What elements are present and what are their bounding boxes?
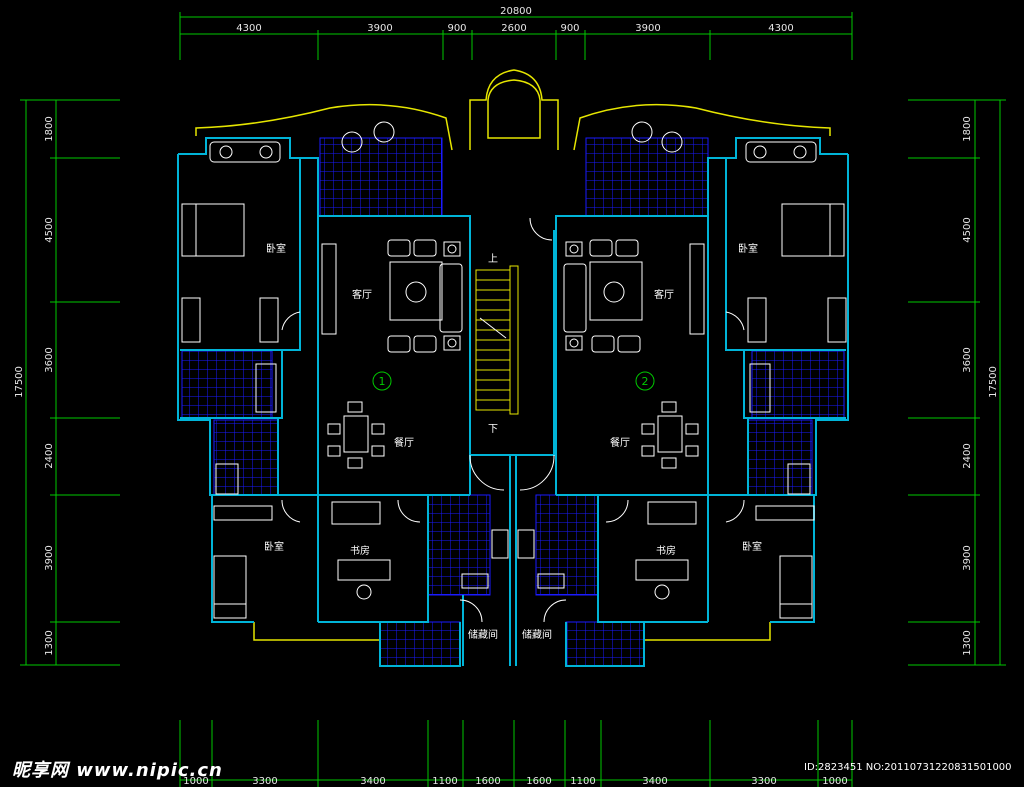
bottom-dim-2: 3300 xyxy=(252,776,277,787)
room-label-dining-2: 餐厅 xyxy=(610,436,630,449)
top-dim-1: 4300 xyxy=(236,23,261,34)
right-dim-1: 1800 xyxy=(962,116,973,141)
image-id-text: ID:2823451 NO:20110731220831501000 xyxy=(804,762,1012,773)
left-dim-4: 2400 xyxy=(44,443,55,468)
bottom-dim-3: 3400 xyxy=(360,776,385,787)
coffee-table xyxy=(389,261,443,321)
right-dim-2: 4500 xyxy=(962,217,973,242)
stair-down-label: 下 xyxy=(488,424,498,435)
top-dim-6: 3900 xyxy=(635,23,660,34)
room-label-storage-1: 储藏间 xyxy=(468,628,498,641)
unit-markers xyxy=(372,371,655,391)
room-label-study-2: 书房 xyxy=(656,544,676,557)
top-dim-7: 4300 xyxy=(768,23,793,34)
right-dimension-chain xyxy=(908,99,1006,666)
stair-break-line xyxy=(479,317,507,339)
stair-up-label: 上 xyxy=(488,253,498,265)
bottom-dim-8: 3400 xyxy=(642,776,667,787)
walls xyxy=(177,137,849,667)
bottom-dim-4: 1100 xyxy=(432,776,457,787)
room-label-storage-2: 储藏间 xyxy=(522,628,552,641)
bottom-dim-5: 1600 xyxy=(475,776,500,787)
unit-marker-1: 1 xyxy=(379,375,386,388)
left-dimension-chain xyxy=(20,99,120,666)
right-dim-6: 1300 xyxy=(962,630,973,655)
left-dim-6: 1300 xyxy=(44,630,55,655)
room-label-bedroom-4: 卧室 xyxy=(742,540,762,553)
bottom-dim-10: 1000 xyxy=(822,776,847,787)
left-dim-3: 3600 xyxy=(44,347,55,372)
bottom-dimension-chain xyxy=(179,720,853,787)
right-dim-3: 3600 xyxy=(962,347,973,372)
top-dimension-chain xyxy=(179,12,853,60)
unit-marker-2: 2 xyxy=(642,375,649,388)
left-dim-2: 4500 xyxy=(44,217,55,242)
balcony-outlines xyxy=(195,69,831,641)
right-dim-5: 3900 xyxy=(962,545,973,570)
bottom-dim-6: 1600 xyxy=(526,776,551,787)
bottom-dim-9: 3300 xyxy=(751,776,776,787)
overall-height-left: 17500 xyxy=(14,366,25,398)
room-label-living-1: 客厅 xyxy=(352,288,372,301)
bottom-dim-7: 1100 xyxy=(570,776,595,787)
room-label-bedroom-2: 卧室 xyxy=(738,242,758,255)
top-dim-5: 900 xyxy=(560,23,579,34)
room-label-living-2: 客厅 xyxy=(654,288,674,301)
top-dim-3: 900 xyxy=(447,23,466,34)
right-dim-4: 2400 xyxy=(962,443,973,468)
room-label-study-1: 书房 xyxy=(350,544,370,557)
left-dim-1: 1800 xyxy=(44,116,55,141)
top-dim-2: 3900 xyxy=(367,23,392,34)
top-dim-4: 2600 xyxy=(501,23,526,34)
furniture xyxy=(181,121,847,623)
stairwell xyxy=(475,265,519,415)
left-dim-5: 3900 xyxy=(44,545,55,570)
watermark-logo: 昵享网 www.nipic.cn xyxy=(12,760,223,781)
room-label-bedroom-3: 卧室 xyxy=(264,540,284,553)
overall-height-right: 17500 xyxy=(988,366,999,398)
room-label-dining-1: 餐厅 xyxy=(394,436,414,449)
overall-width-label: 20800 xyxy=(500,6,532,17)
bottom-dim-1: 1000 xyxy=(183,776,208,787)
room-label-bedroom-1: 卧室 xyxy=(266,242,286,255)
